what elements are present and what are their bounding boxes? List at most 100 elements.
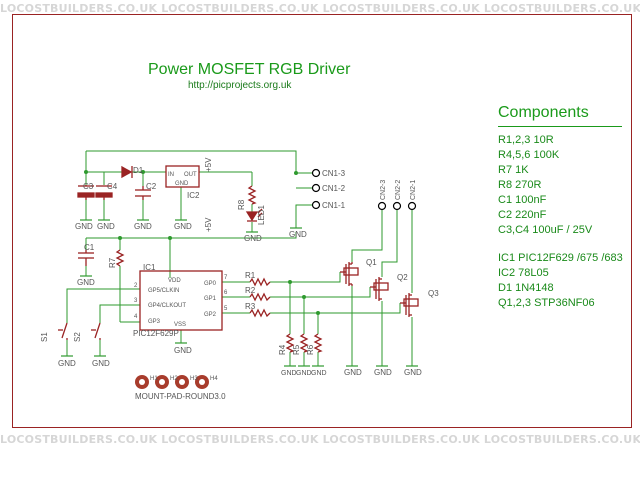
label-gnd: GND (174, 222, 192, 231)
label-s2: S2 (73, 332, 82, 342)
label-pin6: 6 (224, 290, 228, 296)
label-c1: C1 (84, 243, 95, 252)
label-gnd: GND (92, 359, 110, 368)
label-r5: R5 (292, 344, 301, 355)
component-entry: C2 220nF (498, 209, 547, 221)
junction-dot (141, 170, 145, 174)
mosfet-q1 (340, 262, 359, 286)
label-cn2-2: CN2-2 (395, 180, 402, 200)
mosfet-q2 (370, 277, 389, 301)
label-d1: D1 (133, 166, 144, 175)
label-gnd: GND (97, 222, 115, 231)
junctions (84, 170, 320, 315)
label-gnd: GND (77, 278, 95, 287)
label-cn1-3: CN1-3 (322, 169, 346, 178)
label-gnd: GND (311, 370, 327, 377)
watermark-top: LOCOSTBUILDERS.CO.UK LOCOSTBUILDERS.CO.U… (0, 2, 640, 15)
components-list: R1,2,3 10R R4,5,6 100K R7 1K R8 270R C1 … (498, 133, 623, 311)
drawing-frame (12, 14, 632, 428)
component-entry: IC2 78L05 (498, 267, 549, 279)
connector-cn1-3 (311, 168, 321, 178)
connector-cn2-1 (407, 201, 417, 211)
label-r1: R1 (245, 271, 256, 280)
label-gnd: GND (374, 368, 392, 377)
label-cn1-2: CN1-2 (322, 184, 346, 193)
q1-gate-wire (270, 272, 341, 283)
label-gnd: GND (281, 370, 297, 377)
label-pin7: 7 (224, 275, 228, 281)
label-cn2-1: CN2-1 (410, 180, 417, 200)
capacitor-c1 (78, 250, 94, 266)
label-c3: C3 (83, 182, 94, 191)
label-c4: C4 (107, 182, 118, 191)
label-gp3: GP3 (148, 319, 161, 325)
label-gp5: GP5/CLKIN (148, 288, 179, 294)
label-h1: H1 (150, 376, 158, 382)
connector-cn1-2 (311, 183, 321, 193)
label-ic1-part: PIC12F629P (133, 329, 179, 338)
label-gnd: GND (75, 222, 93, 231)
label-mount-pad: MOUNT-PAD-ROUND3.0 (135, 392, 226, 401)
label-h3: H3 (190, 376, 198, 382)
label-gnd: GND (404, 368, 422, 377)
resistor-r3 (249, 308, 271, 318)
component-entry: R8 270R (498, 179, 542, 191)
junction-dot (302, 295, 306, 299)
label-pin3: 3 (134, 298, 138, 304)
label-gnd: GND (244, 234, 262, 243)
resistor-r8 (247, 185, 257, 205)
label-r4: R4 (278, 344, 287, 355)
label-gnd: GND (58, 359, 76, 368)
q2-gate-wire (270, 287, 371, 298)
label-s1: S1 (40, 332, 49, 342)
label-gnd: GND (296, 370, 312, 377)
mount-pad-h3 (175, 375, 189, 389)
label-r8: R8 (237, 199, 246, 210)
wires (66, 150, 413, 366)
label-pin2: 2 (134, 283, 138, 289)
s1-wire (66, 288, 140, 323)
label-ic2: IC2 (187, 191, 200, 200)
parts (58, 165, 419, 353)
component-entry: R1,2,3 10R (498, 134, 554, 146)
labels: C3 C4 C2 C1 D1 IN OUT GND IC2 +5V R8 LED… (40, 157, 439, 401)
connector-cn2-2 (392, 201, 402, 211)
component-entry: Q1,2,3 STP36NF06 (498, 297, 595, 309)
regulator-ic2 (165, 165, 200, 188)
label-r3: R3 (245, 302, 256, 311)
label-vplus-bus: +5V (204, 217, 213, 232)
label-gnd: GND (344, 368, 362, 377)
junction-dot (288, 280, 292, 284)
resistor-r4 (285, 333, 295, 353)
junction-dot (118, 236, 122, 240)
led-1 (245, 208, 263, 222)
q3-gate-wire (270, 303, 401, 314)
label-h4: H4 (210, 376, 218, 382)
junction-dot (168, 236, 172, 240)
label-ic2-gnd: GND (175, 181, 189, 187)
q2-drain-wire (381, 207, 398, 277)
label-r6: R6 (306, 344, 315, 355)
component-entry: R4,5,6 100K (498, 149, 560, 161)
label-c2: C2 (146, 182, 157, 191)
label-cn2-3: CN2-3 (380, 180, 387, 200)
label-gp2: GP2 (204, 312, 217, 318)
ground-symbols (61, 219, 418, 367)
label-q3: Q3 (428, 289, 439, 298)
switch-s2 (91, 322, 101, 340)
label-q2: Q2 (397, 273, 408, 282)
mount-pad-h2 (155, 375, 169, 389)
component-entry: C1 100nF (498, 194, 547, 206)
label-ic2-in: IN (168, 172, 174, 178)
component-entry: C3,C4 100uF / 25V (498, 224, 593, 236)
capacitor-c2 (135, 186, 151, 200)
resistor-r6 (313, 333, 323, 353)
watermark-bottom: LOCOSTBUILDERS.CO.UK LOCOSTBUILDERS.CO.U… (0, 433, 640, 446)
label-cn1-1: CN1-1 (322, 201, 346, 210)
resistor-r1 (249, 277, 271, 287)
schematic-url: http://picprojects.org.uk (188, 80, 292, 91)
label-vss: VSS (174, 322, 186, 328)
label-ic2-out: OUT (184, 172, 197, 178)
